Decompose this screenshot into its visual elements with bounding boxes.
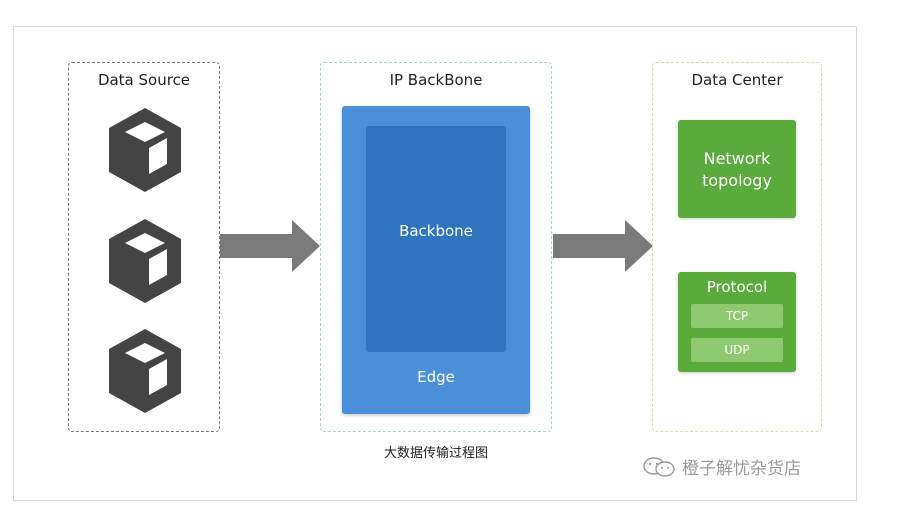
backbone-label: Backbone (399, 222, 473, 240)
tcp-pill: TCP (691, 304, 783, 328)
udp-pill: UDP (691, 338, 783, 362)
wechat-icon (643, 456, 675, 477)
network-topology-label: Network topology (702, 149, 772, 190)
arrow-right-icon (220, 220, 320, 272)
data-source-group: Data Source (68, 62, 220, 432)
edge-label: Edge (417, 368, 455, 386)
ip-backbone-group: IP BackBone (320, 62, 552, 432)
protocol-label: Protocol (706, 278, 768, 296)
watermark: 橙子解忧杂货店 (642, 454, 801, 479)
data-center-title: Data Center (691, 71, 783, 89)
data-source-title: Data Source (97, 71, 191, 89)
cube-icon (109, 329, 181, 413)
watermark-text: 橙子解忧杂货店 (682, 459, 801, 479)
protocol-box: Protocol TCP UDP (678, 272, 796, 372)
data-center-group: Data Center (652, 62, 822, 432)
cube-icon (109, 108, 181, 192)
ip-backbone-title: IP BackBone (389, 71, 483, 89)
arrow-right-icon (553, 220, 653, 272)
edge-box: Backbone Edge (342, 106, 530, 414)
backbone-box: Backbone (366, 126, 506, 352)
diagram-caption: 大数据传输过程图 (383, 446, 488, 461)
network-topology-box: Network topology (678, 120, 796, 218)
cube-icon (109, 219, 181, 303)
